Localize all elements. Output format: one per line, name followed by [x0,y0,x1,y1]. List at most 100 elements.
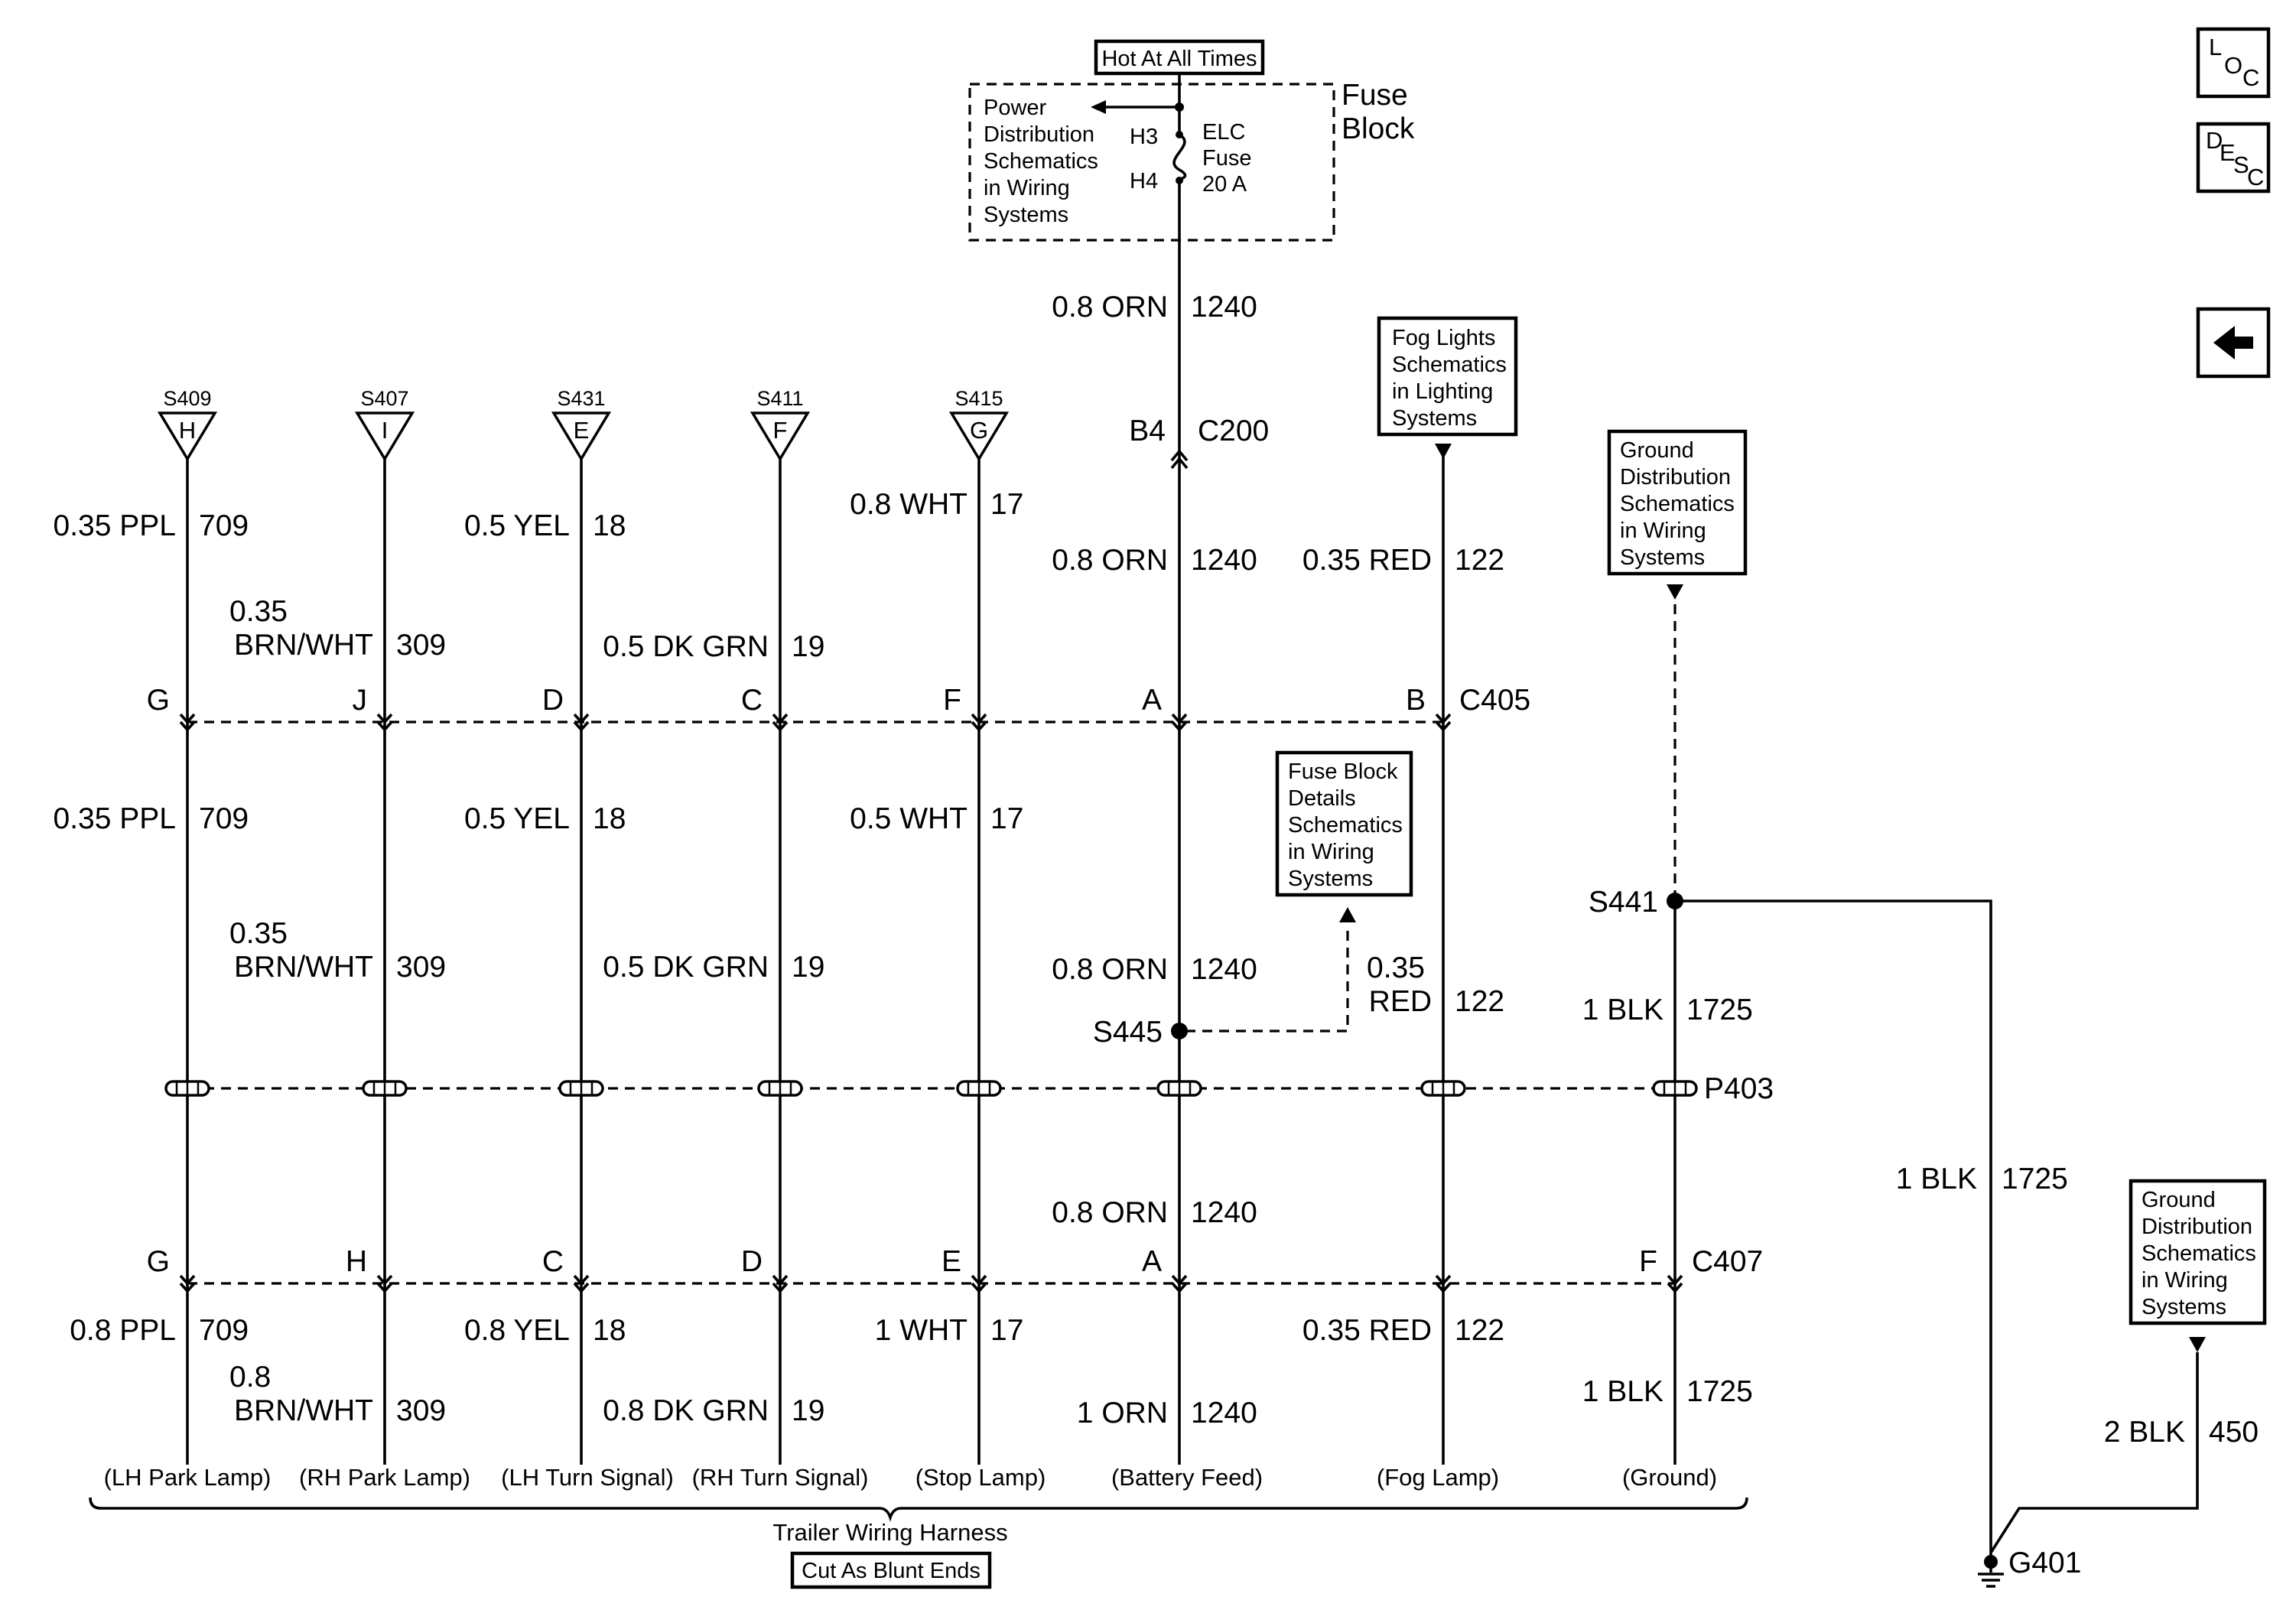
c407-pin-chevron-icon [1667,1282,1683,1293]
c405-pins [179,713,1452,732]
back-button[interactable] [2196,307,2271,379]
c405-pin-chevron-icon [376,713,393,724]
fuse-details-line-3: Schematics [1288,813,1403,838]
ground1-line-1: Ground [1620,438,1694,463]
dest-rh-park-lamp: (RH Park Lamp) [299,1464,470,1491]
harness-label: Trailer Wiring Harness [772,1519,1007,1546]
c407-pin-chevron-icon [179,1274,196,1286]
fog-ref-line-1: Fog Lights [1392,326,1495,350]
wire-18-gauge-2: 0.5 YEL [464,802,570,835]
c407-pin-chevron-icon [971,1282,987,1293]
wire-1240-gauge-0: 0.8 ORN [1052,291,1168,324]
fuse-details-line-1: Fuse Block [1288,759,1398,784]
c407-pin-chevron-icon [1667,1274,1683,1286]
ground1-arrow-icon [1667,584,1683,600]
c407-pin-chevron-icon [1171,1274,1188,1286]
splice-ref-s407-letter: I [382,417,389,444]
power-dist-ref-5: Systems [984,203,1068,227]
c407-pin-chevron-icon [376,1274,393,1286]
c405-pin-col6: B [1406,684,1426,717]
splice-ref-s409-id: S409 [163,387,211,410]
g401-label: G401 [2008,1547,2081,1579]
c405-pin-col4: F [943,684,961,717]
fuse-block-title-2: Block [1342,112,1415,145]
cut-blunt-ends-label: Cut As Blunt Ends [802,1559,981,1583]
c405-pin-chevron-icon [573,720,590,732]
c405-pin-chevron-icon [1435,713,1452,724]
splice-s445-dot [1171,1023,1188,1039]
c405-pin-chevron-icon [573,713,590,724]
c200-label: C200 [1198,415,1269,447]
wire-709-circuit-3: 709 [199,1314,249,1347]
ground1-line-2: Distribution [1620,465,1731,490]
splice-ref-s431-letter: E [574,417,590,444]
fuse-details-line-4: in Wiring [1288,840,1374,864]
power-dist-ref-3: Schematics [984,149,1098,174]
c405-pin-chevron-icon [179,713,196,724]
ground-wire1-circuit: 1725 [2002,1163,2068,1195]
description-button[interactable]: D E S C [2196,122,2271,194]
c405-pin-col1: J [353,684,368,717]
location-button[interactable]: L O C [2196,27,2271,99]
ground2-line-1: Ground [2142,1188,2216,1212]
c407-label: C407 [1692,1245,1763,1278]
pin-h4-label: H4 [1130,169,1158,194]
splice-s441-label: S441 [1589,886,1658,919]
wire-1240-circuit-1: 1240 [1191,544,1257,577]
wire-122-gauge-3: 0.35 RED [1302,1314,1432,1347]
c405-pin-chevron-icon [179,720,196,732]
dest-ground: (Ground) [1622,1464,1717,1491]
wire-1240-gauge-3: 1 ORN [1077,1397,1168,1429]
wire-309-gauge-3b: BRN/WHT [234,1394,373,1427]
wire-17-circuit-3: 17 [990,1314,1023,1347]
loc-letter-o: O [2224,52,2242,79]
c407-pin-chevron-icon [179,1282,196,1293]
wire-309-gauge-1b: BRN/WHT [234,629,373,662]
wire-1725-to-g401 [1675,899,1992,1560]
fuse-details-arrow-icon [1339,907,1356,922]
desc-letter-e: E [2220,139,2236,166]
splice-ref-s431-id: S431 [557,387,605,410]
wire-17-gauge-1: 0.8 WHT [850,488,968,521]
c407-pin-chevron-icon [772,1282,789,1293]
wire-1240-gauge-1: 0.8 ORN [1052,544,1168,577]
c405-pin-chevron-icon [772,713,789,724]
hot-at-all-times-label: Hot At All Times [1101,47,1257,71]
fog-ref-line-3: in Lighting [1392,379,1493,404]
c405-pin-chevron-icon [1435,720,1452,732]
wire-309-circuit-1: 309 [396,629,446,662]
wire-709-gauge-2: 0.35 PPL [54,802,176,835]
fuse-details-line-5: Systems [1288,867,1373,891]
dest-lh-park-lamp: (LH Park Lamp) [104,1464,272,1491]
harness-brace [89,1497,1748,1522]
dest-battery-feed: (Battery Feed) [1111,1464,1263,1491]
wire-18-circuit-2: 18 [593,802,626,835]
loc-letter-l: L [2209,34,2222,60]
wire-309-gauge-2a: 0.35 [229,917,288,950]
wire-309-gauge-3a: 0.8 [229,1361,271,1394]
wire-1240-gauge-2b: 0.8 ORN [1052,1196,1168,1229]
splice-ref-s409-letter: H [179,417,196,444]
c405-pin-col2: D [542,684,564,717]
ground2-line-4: in Wiring [2142,1268,2228,1293]
wire-17-gauge-3: 1 WHT [875,1314,968,1347]
wire-122-gauge-1: 0.35 RED [1302,544,1432,577]
wire-19-gauge-3: 0.8 DK GRN [603,1394,769,1427]
fuse-label-3: 20 A [1202,172,1247,197]
c405-pin-chevron-icon [971,713,987,724]
c407-pin-chevron-icon [1171,1282,1188,1293]
splice-ref-s411-id: S411 [756,387,803,410]
c405-pin-chevron-icon [1171,713,1188,724]
dest-fog-lamp: (Fog Lamp) [1377,1464,1499,1491]
ground-wire2-gauge: 2 BLK [2104,1416,2185,1449]
fuse-details-line-2: Details [1288,786,1356,811]
fog-ref-arrow-icon [1435,444,1452,459]
cut-blunt-ends-box [790,1551,992,1589]
splice-ref-s431: S431 E [551,387,612,462]
wire-19-circuit-1: 19 [792,630,824,663]
ground-dist-ref-box-1 [1607,429,1748,576]
wire-1240-circuit-3: 1240 [1191,1397,1257,1429]
c407-pin-chevron-icon [1435,1274,1452,1286]
dest-rh-turn-signal: (RH Turn Signal) [692,1464,869,1491]
